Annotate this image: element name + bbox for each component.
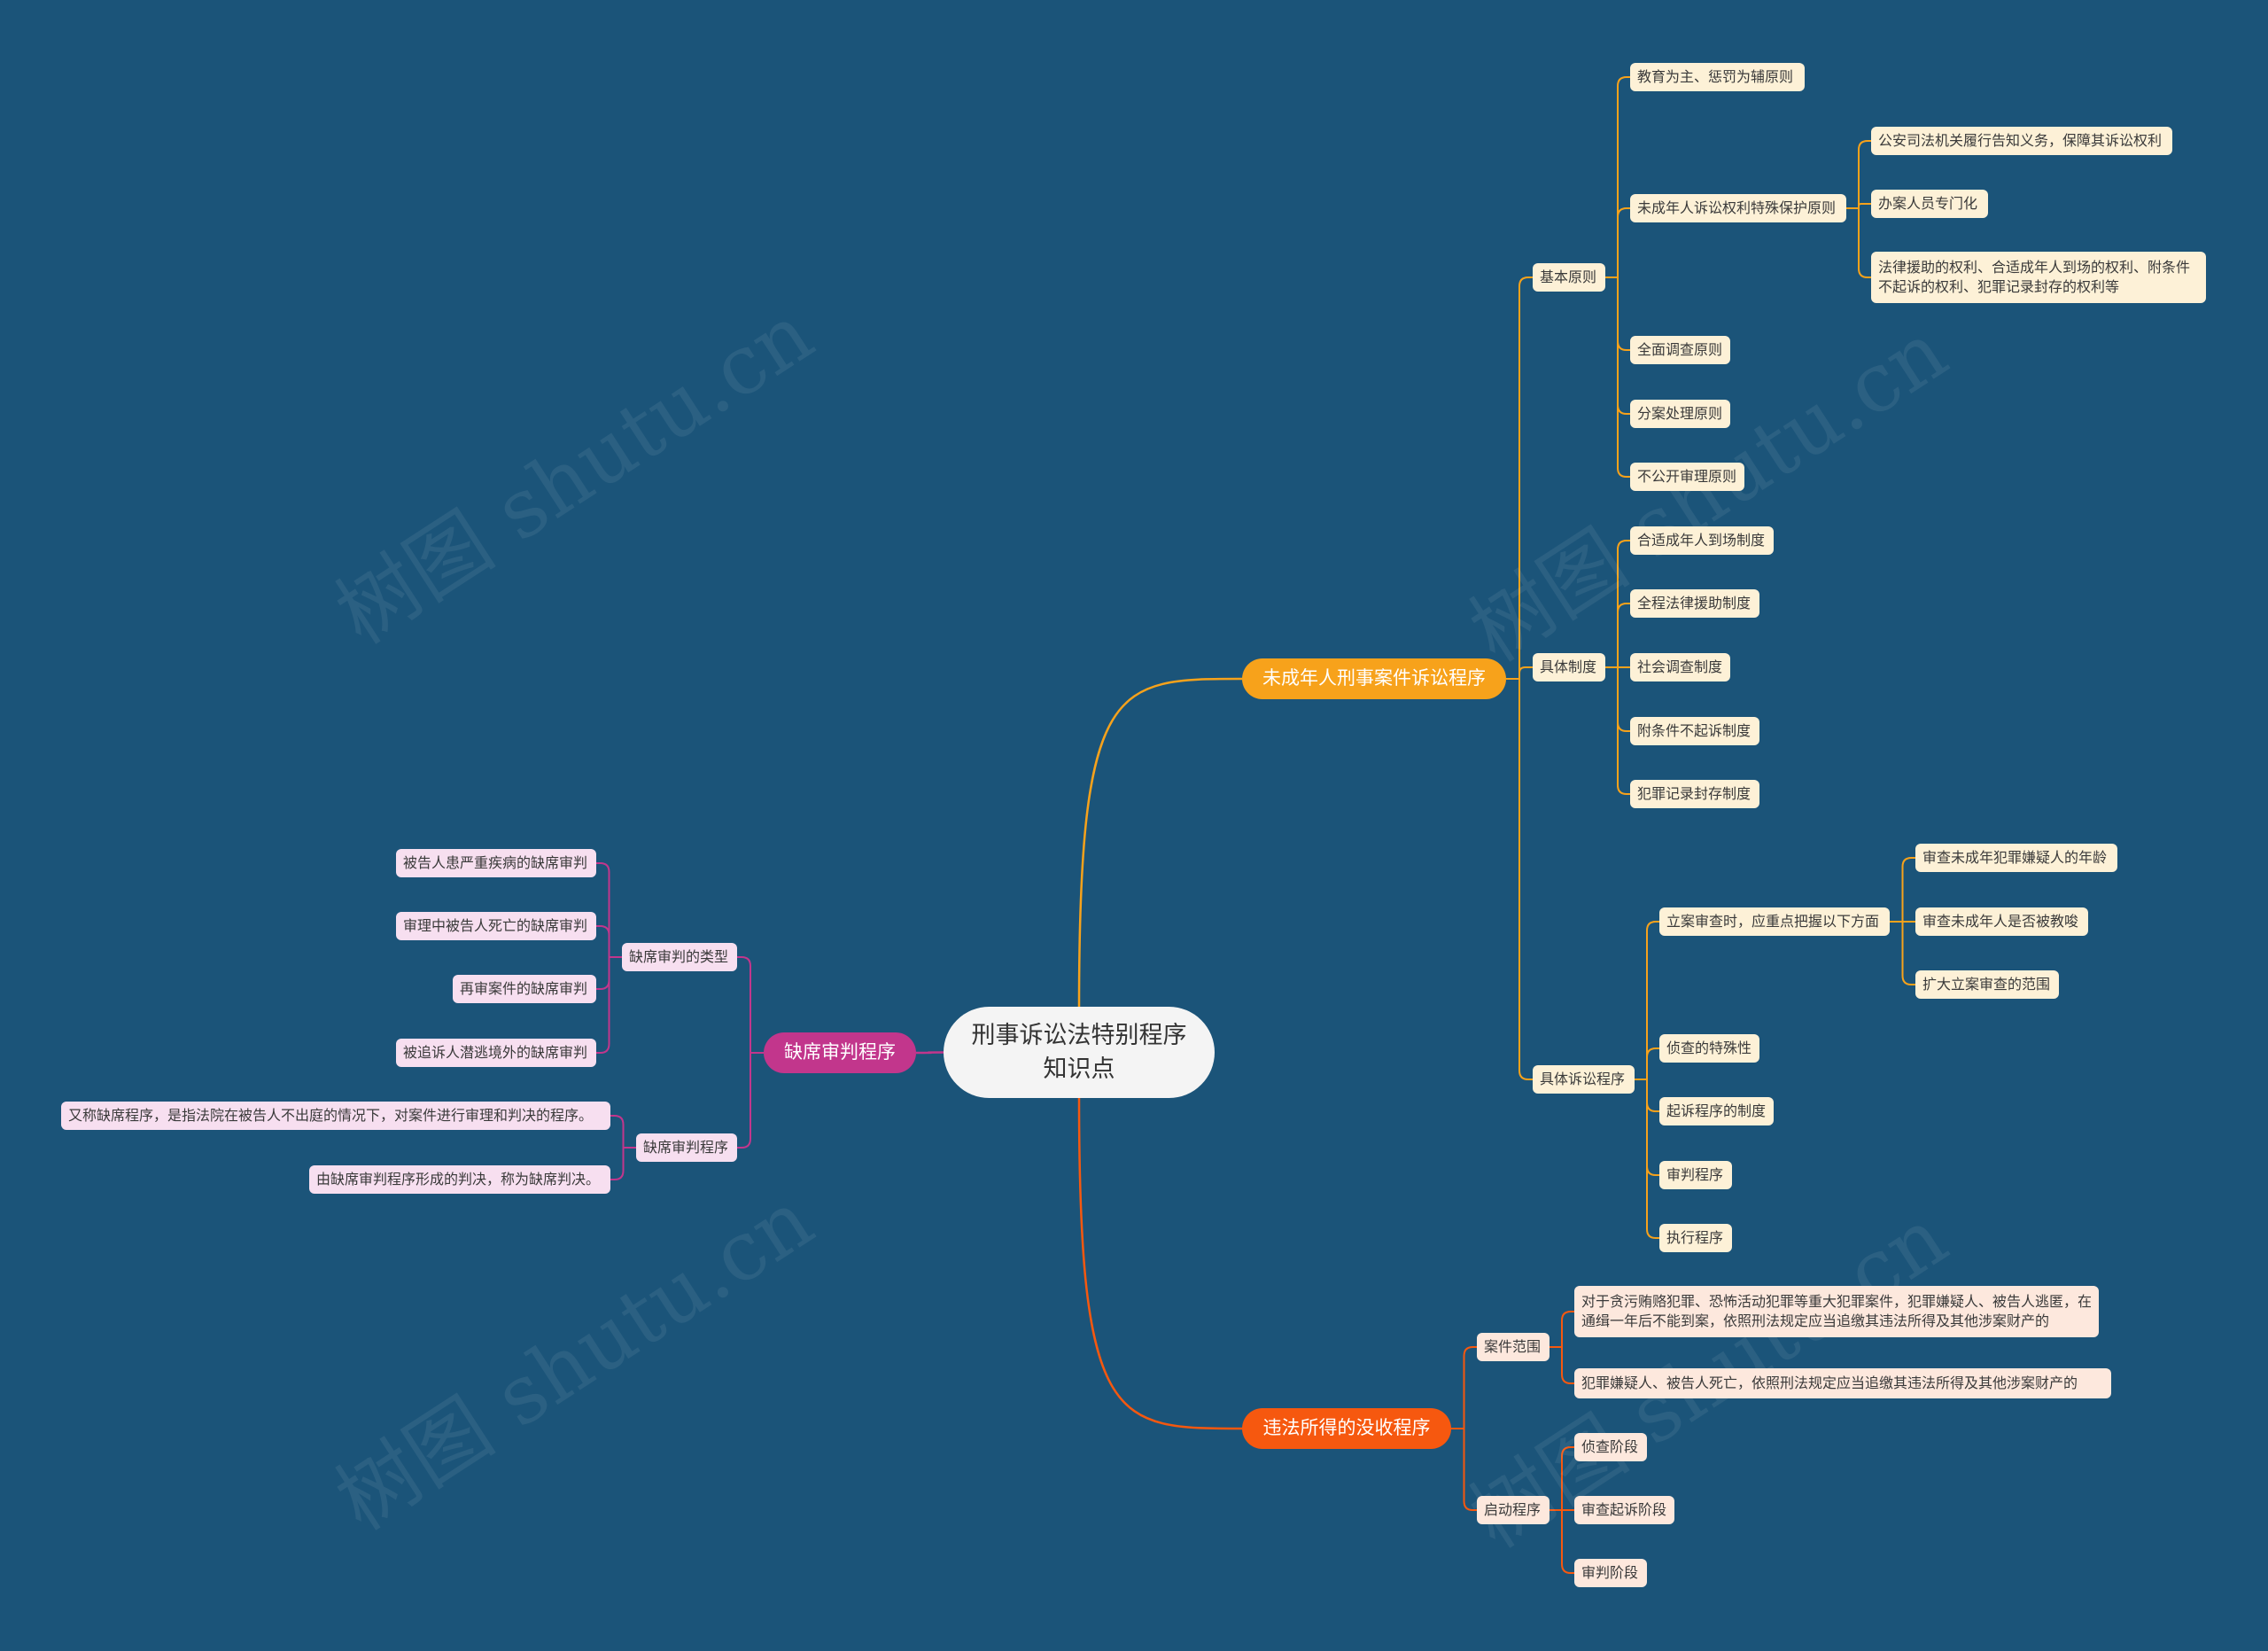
type-serious-illness[interactable]: 被告人患严重疾病的缺席审判 (396, 849, 596, 877)
connector-link (596, 925, 622, 958)
root-topic[interactable]: 刑事诉讼法特别程序知识点 (944, 1007, 1215, 1098)
connector-link (1451, 1346, 1477, 1429)
procedure-investigation-features[interactable]: 侦查的特殊性 (1659, 1034, 1759, 1063)
connector-link (1846, 140, 1871, 209)
branch-illegal-gains-confiscation[interactable]: 违法所得的没收程序 (1242, 1408, 1451, 1449)
review-expand-scope[interactable]: 扩大立案审查的范围 (1915, 970, 2059, 999)
topic-absentia-procedure[interactable]: 缺席审判程序 (636, 1133, 737, 1162)
connector-link (610, 1147, 636, 1180)
review-suspect-age[interactable]: 审查未成年犯罪嫌疑人的年龄 (1915, 844, 2117, 872)
connector-link (1550, 1311, 1574, 1348)
connector-link (1550, 1446, 1574, 1511)
connector-link (596, 956, 622, 1054)
scope-suspect-deceased[interactable]: 犯罪嫌疑人、被告人死亡，依照刑法规定应当追缴其违法所得及其他涉案财产的 (1574, 1368, 2111, 1398)
system-record-sealing[interactable]: 犯罪记录封存制度 (1630, 780, 1759, 808)
connector-link (1605, 276, 1630, 478)
branch-minor-criminal-procedure[interactable]: 未成年人刑事案件诉讼程序 (1242, 658, 1506, 699)
connector-root-branch (1077, 677, 1243, 1008)
absentia-definition[interactable]: 又称缺席程序，是指法院在被告人不出庭的情况下，对案件进行审理和判决的程序。 (61, 1102, 610, 1130)
procedure-execution[interactable]: 执行程序 (1659, 1224, 1732, 1252)
connector-link (1605, 603, 1630, 668)
absentia-judgment[interactable]: 由缺席审判程序形成的判决，称为缺席判决。 (309, 1165, 610, 1194)
protection-specialized-staff[interactable]: 办案人员专门化 (1871, 190, 1988, 218)
principle-comprehensive-investigation[interactable]: 全面调查原则 (1630, 336, 1730, 364)
topic-absentia-types[interactable]: 缺席审判的类型 (622, 943, 737, 971)
topic-specific-procedures[interactable]: 具体诉讼程序 (1533, 1065, 1635, 1094)
connector-link (1506, 666, 1533, 680)
principle-separate-handling[interactable]: 分案处理原则 (1630, 400, 1730, 428)
connector-link (1846, 203, 1871, 209)
connector-link (1605, 540, 1630, 668)
connector-link (1550, 1509, 1574, 1574)
connector-root-branch (915, 1051, 944, 1055)
stage-trial[interactable]: 审判阶段 (1574, 1559, 1647, 1587)
topic-case-scope[interactable]: 案件范围 (1477, 1333, 1550, 1361)
connector-link (1890, 857, 1915, 923)
procedure-prosecution-system[interactable]: 起诉程序的制度 (1659, 1097, 1774, 1125)
connector-link (610, 1115, 636, 1149)
connector-link (1605, 207, 1630, 278)
type-retrial[interactable]: 再审案件的缺席审判 (453, 975, 596, 1003)
connector-link (1605, 666, 1630, 795)
principle-education-first[interactable]: 教育为主、惩罚为辅原则 (1630, 63, 1805, 91)
connector-link (1635, 921, 1659, 1080)
type-fled-abroad[interactable]: 被追诉人潜逃境外的缺席审判 (396, 1039, 596, 1067)
branch-trial-in-absentia[interactable]: 缺席审判程序 (764, 1032, 916, 1073)
connector-link (1635, 1079, 1659, 1239)
scope-major-crime-absconded[interactable]: 对于贪污贿赂犯罪、恐怖活动犯罪等重大犯罪案件，犯罪嫌疑人、被告人逃匿，在通缉一年… (1574, 1286, 2099, 1337)
review-instigation[interactable]: 审查未成年人是否被教唆 (1915, 907, 2088, 936)
connector-link (737, 1052, 764, 1149)
topic-initiation-procedure[interactable]: 启动程序 (1477, 1496, 1550, 1524)
connector-link (1605, 76, 1630, 278)
system-adult-presence[interactable]: 合适成年人到场制度 (1630, 526, 1774, 555)
system-social-investigation[interactable]: 社会调查制度 (1630, 653, 1730, 681)
procedure-trial[interactable]: 审判程序 (1659, 1161, 1732, 1189)
connector-link (1451, 1428, 1477, 1511)
topic-basic-principles[interactable]: 基本原则 (1533, 263, 1605, 292)
connector-root-branch (1077, 1097, 1243, 1430)
principle-closed-trial[interactable]: 不公开审理原则 (1630, 463, 1744, 491)
connector-link (737, 956, 764, 1054)
topic-specific-systems[interactable]: 具体制度 (1533, 653, 1605, 681)
connector-link (1846, 207, 1871, 278)
type-defendant-died[interactable]: 审理中被告人死亡的缺席审判 (396, 912, 596, 940)
protection-notification-duty[interactable]: 公安司法机关履行告知义务，保障其诉讼权利 (1871, 127, 2172, 155)
system-legal-aid[interactable]: 全程法律援助制度 (1630, 589, 1759, 618)
connector-link (1635, 1047, 1659, 1080)
system-conditional-non-prosecution[interactable]: 附条件不起诉制度 (1630, 717, 1759, 745)
stage-prosecution-review[interactable]: 审查起诉阶段 (1574, 1496, 1674, 1524)
procedure-filing-review[interactable]: 立案审查时，应重点把握以下方面 (1659, 907, 1890, 936)
protection-rights-list[interactable]: 法律援助的权利、合适成年人到场的权利、附条件不起诉的权利、犯罪记录封存的权利等 (1871, 252, 2206, 303)
principle-special-protection[interactable]: 未成年人诉讼权利特殊保护原则 (1630, 194, 1846, 222)
connector-link (1890, 921, 1915, 985)
connector-link (596, 862, 622, 958)
connector-link (1506, 276, 1533, 680)
stage-investigation[interactable]: 侦查阶段 (1574, 1433, 1647, 1461)
connector-link (1550, 1346, 1574, 1384)
connector-link (1506, 678, 1533, 1080)
